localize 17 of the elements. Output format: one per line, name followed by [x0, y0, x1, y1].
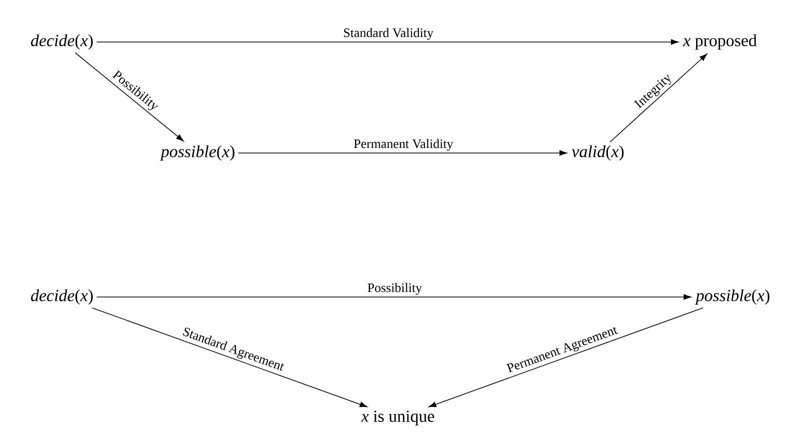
node-label: decide(x) [31, 34, 93, 50]
arrow [96, 294, 692, 300]
edge-label: Standard Validity [344, 28, 434, 40]
node-label: x is unique [361, 410, 434, 426]
node-label: possible(x) [160, 145, 234, 161]
arrow [96, 39, 678, 45]
node-label: possible(x) [694, 289, 770, 305]
arrow [92, 307, 368, 408]
arrow [238, 150, 568, 156]
arrow [428, 307, 704, 408]
node-label: decide(x) [31, 289, 93, 305]
edge-label: Possibility [368, 283, 422, 295]
arrow [610, 54, 708, 143]
node-label: x proposed [682, 34, 757, 50]
edge-label: Permanent Validity [354, 139, 454, 151]
arrow [74, 52, 184, 142]
node-label: valid(x) [572, 145, 624, 161]
